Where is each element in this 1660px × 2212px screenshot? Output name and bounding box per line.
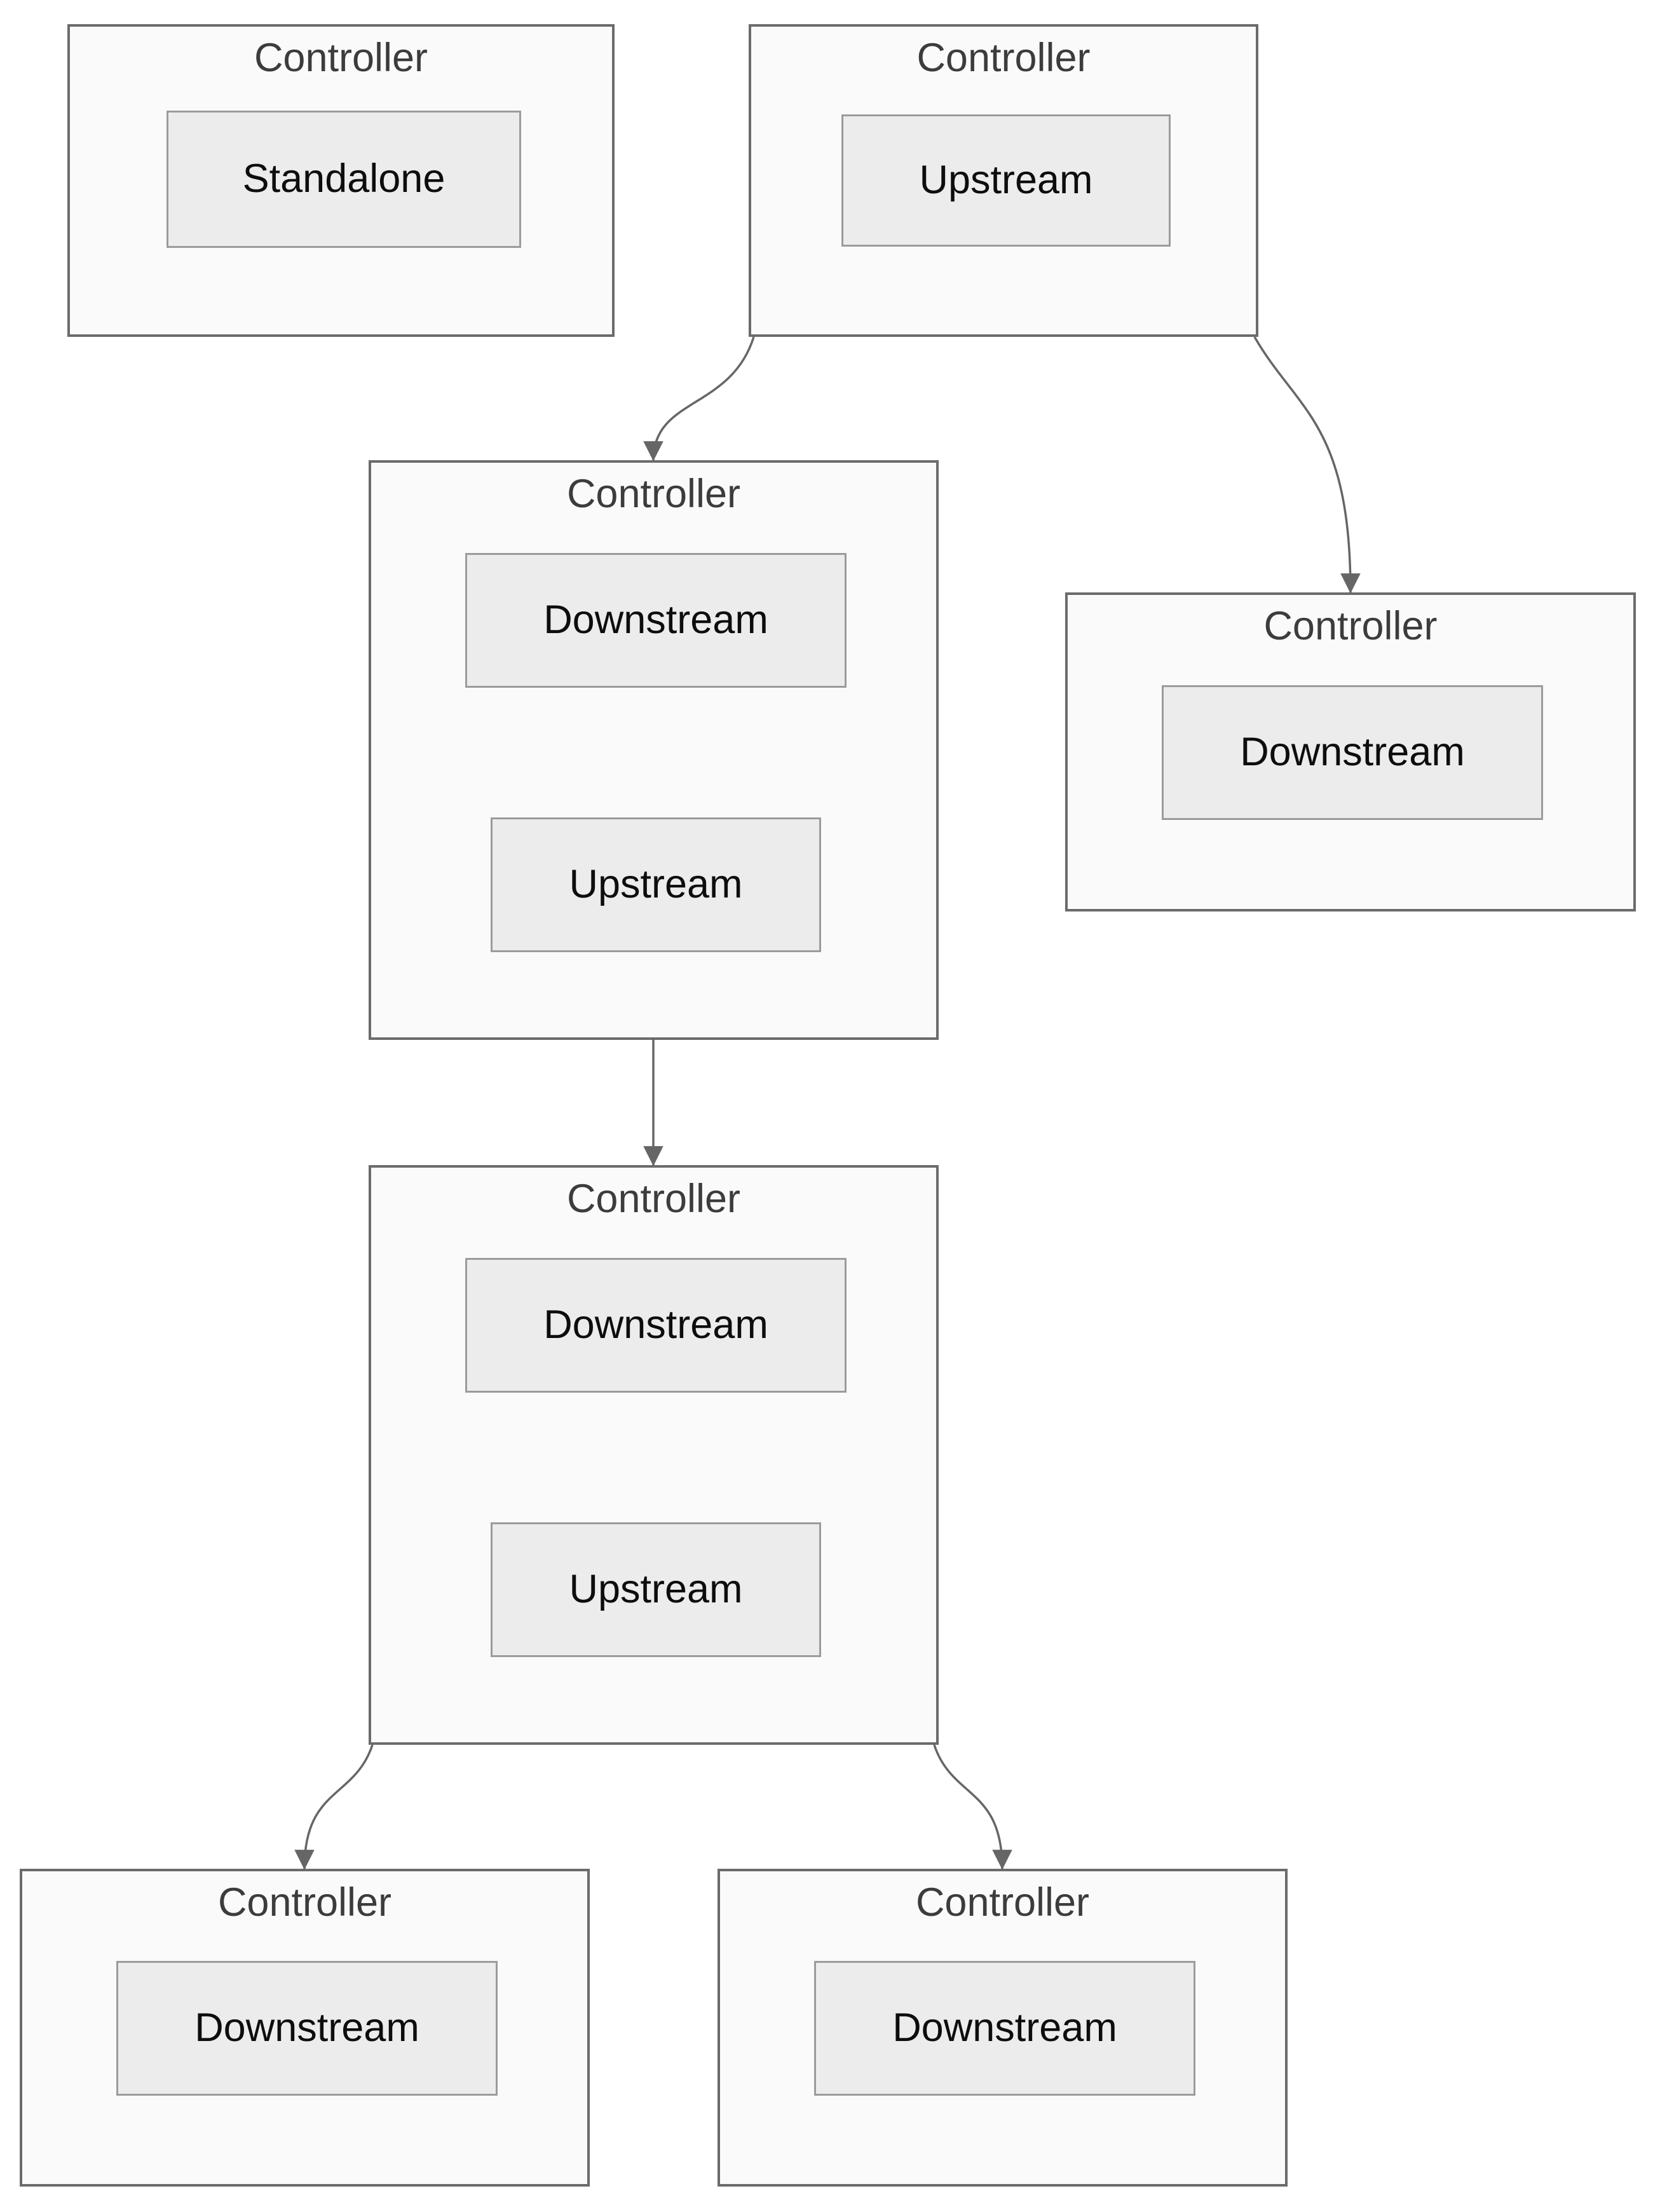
cluster-title: Controller [915,1880,1090,1925]
edge-top-right-to-middle-upper [643,336,755,461]
node-upstream: Upstream [491,1522,821,1657]
cluster-title: Controller [566,472,741,516]
node-label: Standalone [242,156,446,201]
cluster-title: Controller [254,36,428,80]
cluster-bottom-left: Controller Downstream [20,1869,590,2187]
node-downstream: Downstream [1162,685,1543,820]
node-upstream: Upstream [491,817,821,952]
cluster-middle-lower: Controller Downstream Upstream [369,1165,939,1745]
cluster-title: Controller [566,1177,741,1221]
node-downstream: Downstream [465,1258,847,1393]
cluster-middle-upper: Controller Downstream Upstream [369,460,939,1040]
cluster-top-left: Controller Standalone [67,24,615,337]
node-downstream: Downstream [465,553,847,688]
node-downstream: Downstream [116,1961,498,2096]
node-upstream: Upstream [841,114,1171,247]
node-label: Upstream [569,862,743,907]
cluster-title: Controller [916,36,1091,80]
node-label: Downstream [543,597,768,643]
node-label: Downstream [892,2005,1117,2051]
node-label: Upstream [569,1567,743,1612]
node-label: Downstream [194,2005,419,2051]
node-label: Upstream [919,158,1093,203]
cluster-top-right: Controller Upstream [749,24,1258,337]
cluster-right: Controller Downstream [1065,592,1636,911]
edge-middle-lower-to-bottom-right [933,1744,1012,1870]
node-standalone: Standalone [167,111,521,248]
node-label: Downstream [543,1302,768,1348]
cluster-title: Controller [217,1880,392,1925]
edge-top-right-to-right [1253,336,1361,594]
edge-middle-lower-to-bottom-left [294,1744,374,1870]
node-downstream: Downstream [814,1961,1195,2096]
cluster-bottom-right: Controller Downstream [718,1869,1288,2187]
cluster-title: Controller [1263,604,1438,648]
node-label: Downstream [1240,730,1465,775]
